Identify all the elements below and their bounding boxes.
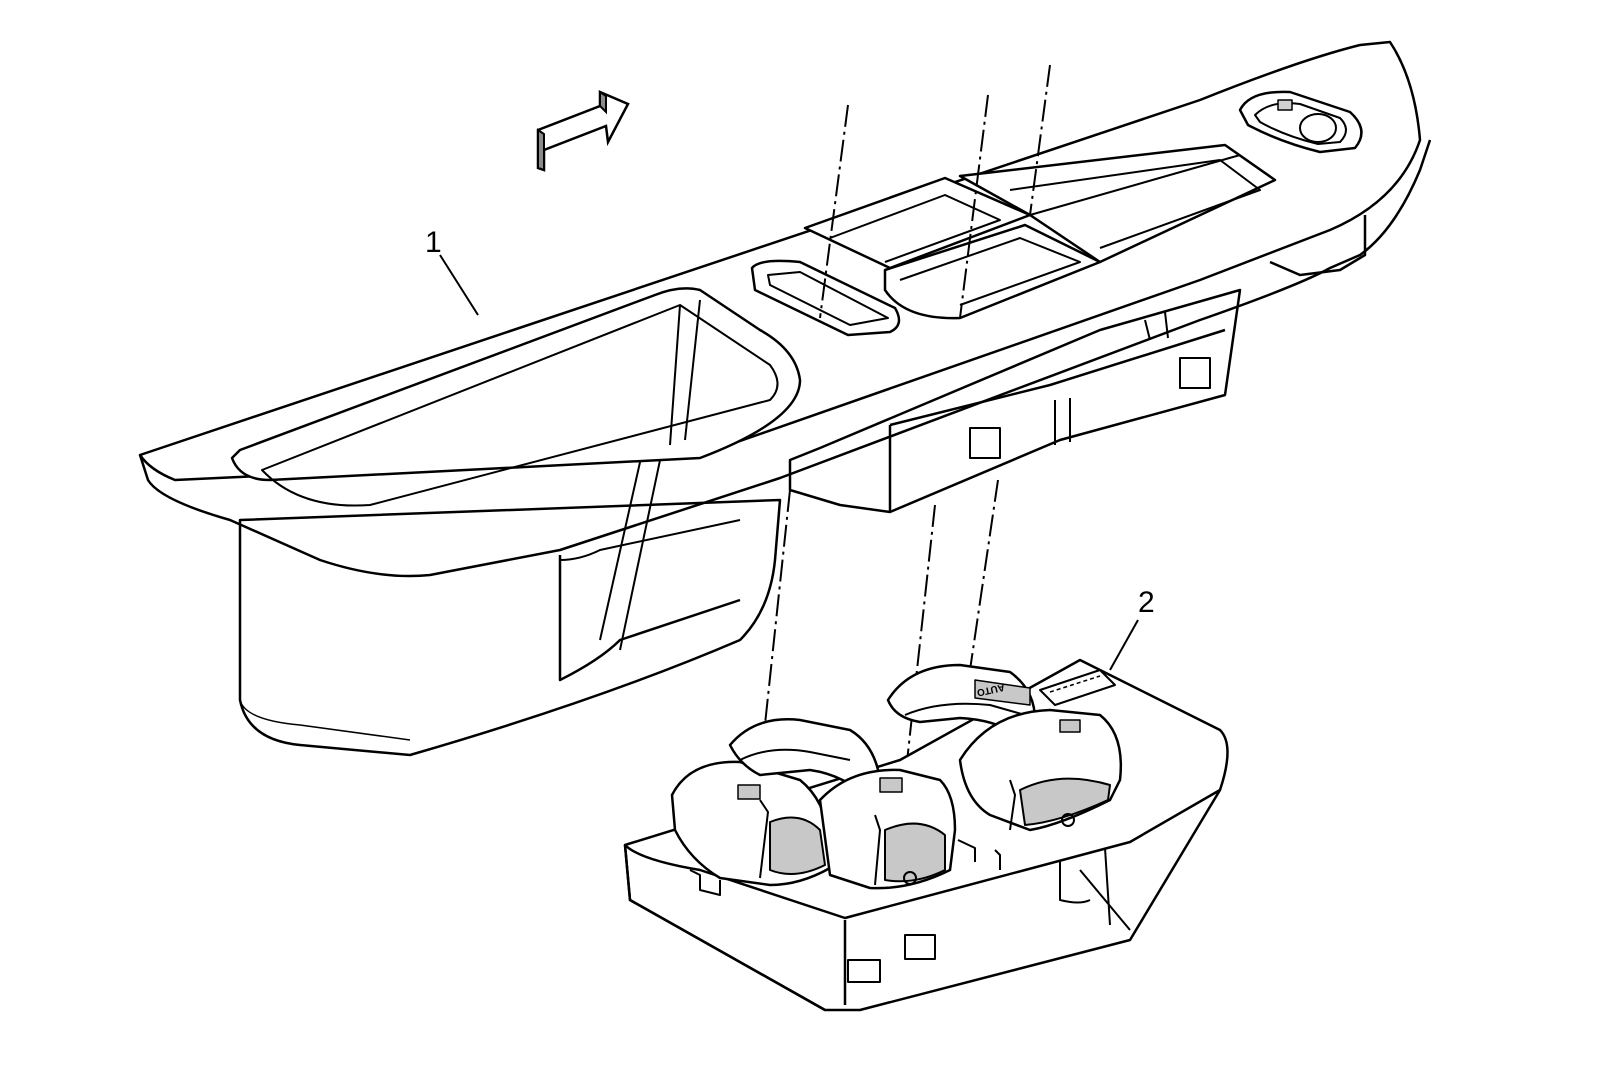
callout-2: 2: [1109, 586, 1155, 671]
callout-1: 1: [425, 226, 479, 316]
callout-label-2: 2: [1138, 586, 1155, 619]
window-switch-assembly: [623, 658, 1229, 1012]
callout-label-1: 1: [425, 226, 442, 259]
switch-bezel: [138, 40, 1432, 757]
direction-arrow-icon: [536, 90, 630, 172]
